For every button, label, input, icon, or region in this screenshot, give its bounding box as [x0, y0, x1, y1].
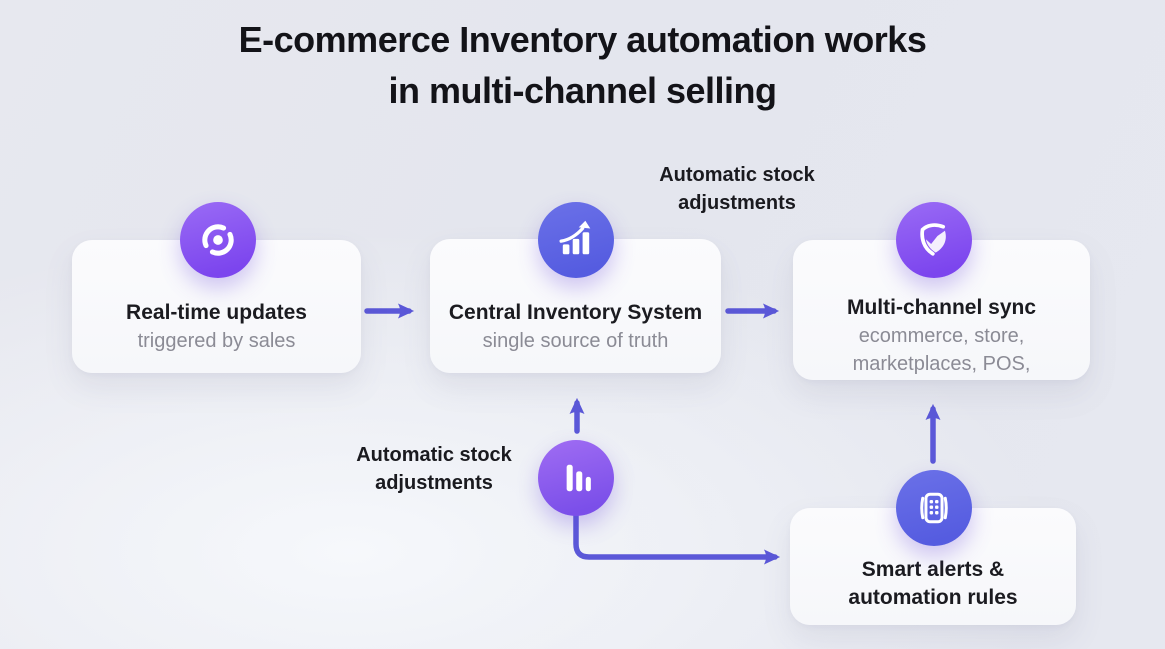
node-title: Central Inventory System [448, 301, 703, 324]
growth-chart-icon [538, 202, 614, 278]
page-title-line2: in multi-channel selling [388, 70, 777, 111]
annotation-line1: Automatic stock [659, 164, 815, 186]
shield-sync-icon [896, 202, 972, 278]
page-title-line1: E-commerce Inventory automation works [238, 19, 927, 60]
annotation-automatic-stock-top: Automatic stock adjustments [617, 161, 857, 217]
node-title-line1: Smart alerts & [861, 558, 1005, 581]
annotation-line2: adjustments [678, 192, 796, 214]
annotation-line2: adjustments [375, 472, 493, 494]
node-subtitle: triggered by sales [137, 330, 296, 352]
arrow-adjustments-to-alerts [573, 510, 781, 565]
node-subtitle: single source of truth [482, 330, 669, 352]
annotation-line1: Automatic stock [356, 444, 512, 466]
node-subtitle-line2: marketplaces, POS, [852, 353, 1031, 375]
declining-bars-icon [538, 440, 614, 516]
realtime-sync-icon [180, 202, 256, 278]
node-title-line2: automation rules [848, 586, 1018, 609]
node-central-inventory: Central Inventory System single source o… [430, 239, 721, 373]
annotation-automatic-stock-bottom: Automatic stock adjustments [318, 441, 550, 497]
node-title: Multi-channel sync [846, 296, 1037, 319]
node-subtitle-line1: ecommerce, store, [858, 325, 1025, 347]
page-title: E-commerce Inventory automation works in… [0, 14, 1165, 116]
pos-device-icon [896, 470, 972, 546]
node-title: Real-time updates [126, 301, 307, 324]
